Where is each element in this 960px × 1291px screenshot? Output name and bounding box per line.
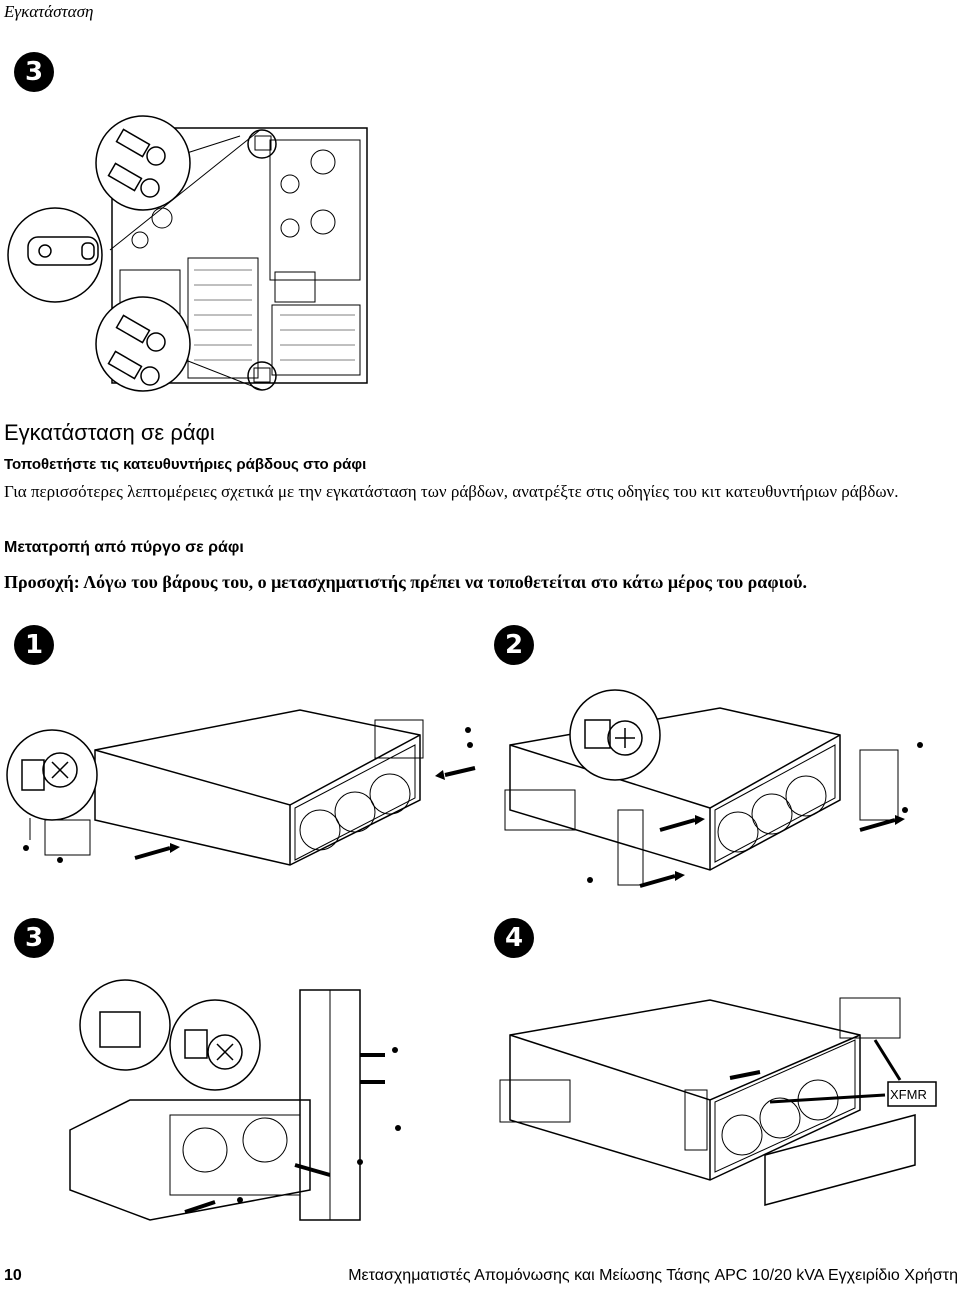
section-header: Εγκατάσταση bbox=[4, 2, 94, 21]
sub-heading: Μετατροπή από πύργο σε ράφι bbox=[4, 539, 244, 556]
figure-3-illustration bbox=[69, 979, 401, 1221]
body-text: Για περισσότερες λεπτομέρειες σχετικά με… bbox=[4, 482, 899, 501]
caution-text: Προσοχή: Λόγω του βάρους του, ο μετασχημ… bbox=[4, 572, 807, 592]
step-badge-3: 3 bbox=[14, 918, 54, 958]
section-title: Εγκατάσταση σε ράφι bbox=[4, 420, 215, 445]
page-number: 10 bbox=[4, 1267, 22, 1284]
figure-4-illustration bbox=[499, 997, 937, 1206]
xfmr-label: XFMR bbox=[890, 1087, 927, 1102]
step-badge-4: 4 bbox=[494, 918, 534, 958]
step-badge-top: 3 bbox=[14, 52, 54, 92]
step-badge-2: 2 bbox=[494, 625, 534, 665]
figure-2-illustration bbox=[504, 689, 923, 888]
footer-title: Μετασχηματιστές Απομόνωσης και Μείωσης Τ… bbox=[348, 1267, 958, 1284]
step-badge-1: 1 bbox=[14, 625, 54, 665]
figure-1-illustration bbox=[6, 709, 476, 866]
rear-panel-illustration bbox=[7, 115, 368, 392]
sub-title: Τοποθετήστε τις κατευθυντήριες ράβδους σ… bbox=[4, 456, 367, 473]
